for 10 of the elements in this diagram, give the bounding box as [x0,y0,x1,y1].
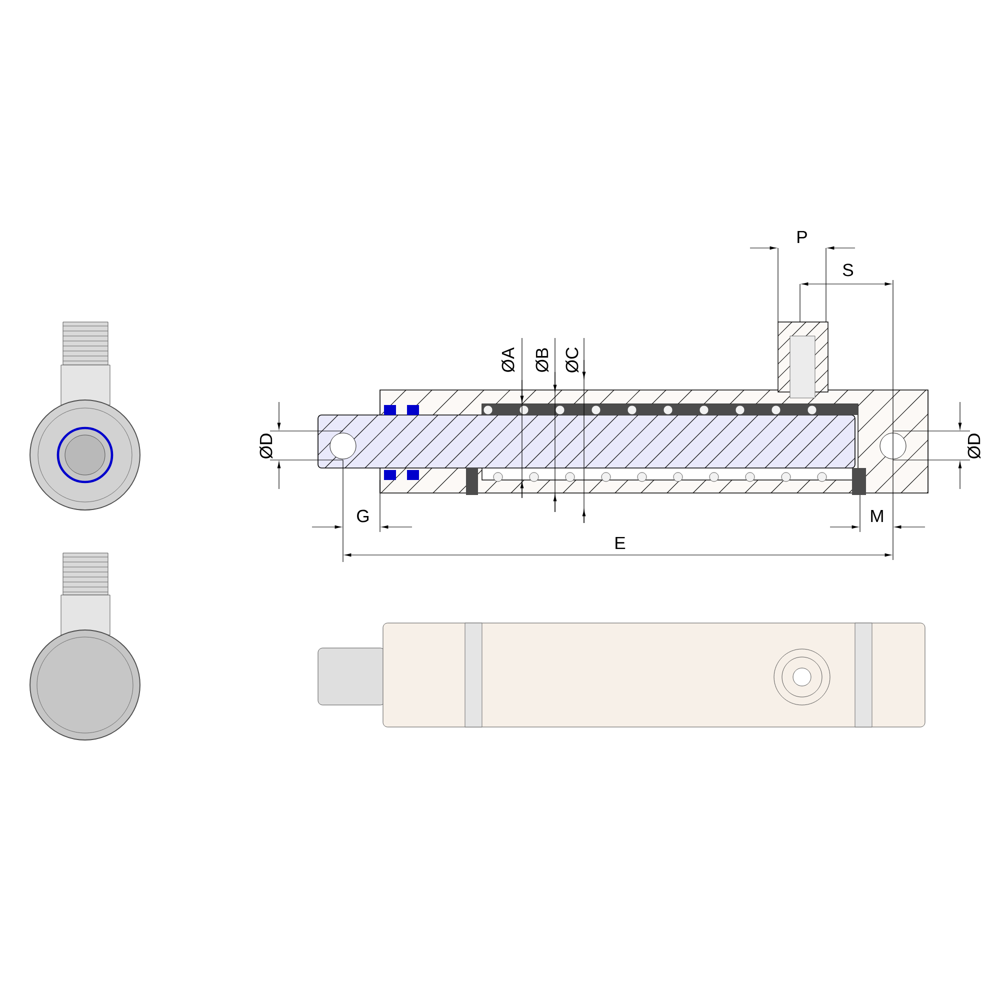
dimension-label: ØA [502,347,515,372]
dimension-label: ØB [536,348,549,372]
dimension-label: M [871,510,883,522]
dimension-label: ØC [566,348,579,373]
dimension-label: P [798,230,807,244]
dimension-label: E [616,536,626,550]
dimension-label: S [842,264,854,276]
dimension-label: ØD [968,434,981,459]
dimension-label: G [357,510,369,522]
dimension-label: ØD [260,434,273,459]
